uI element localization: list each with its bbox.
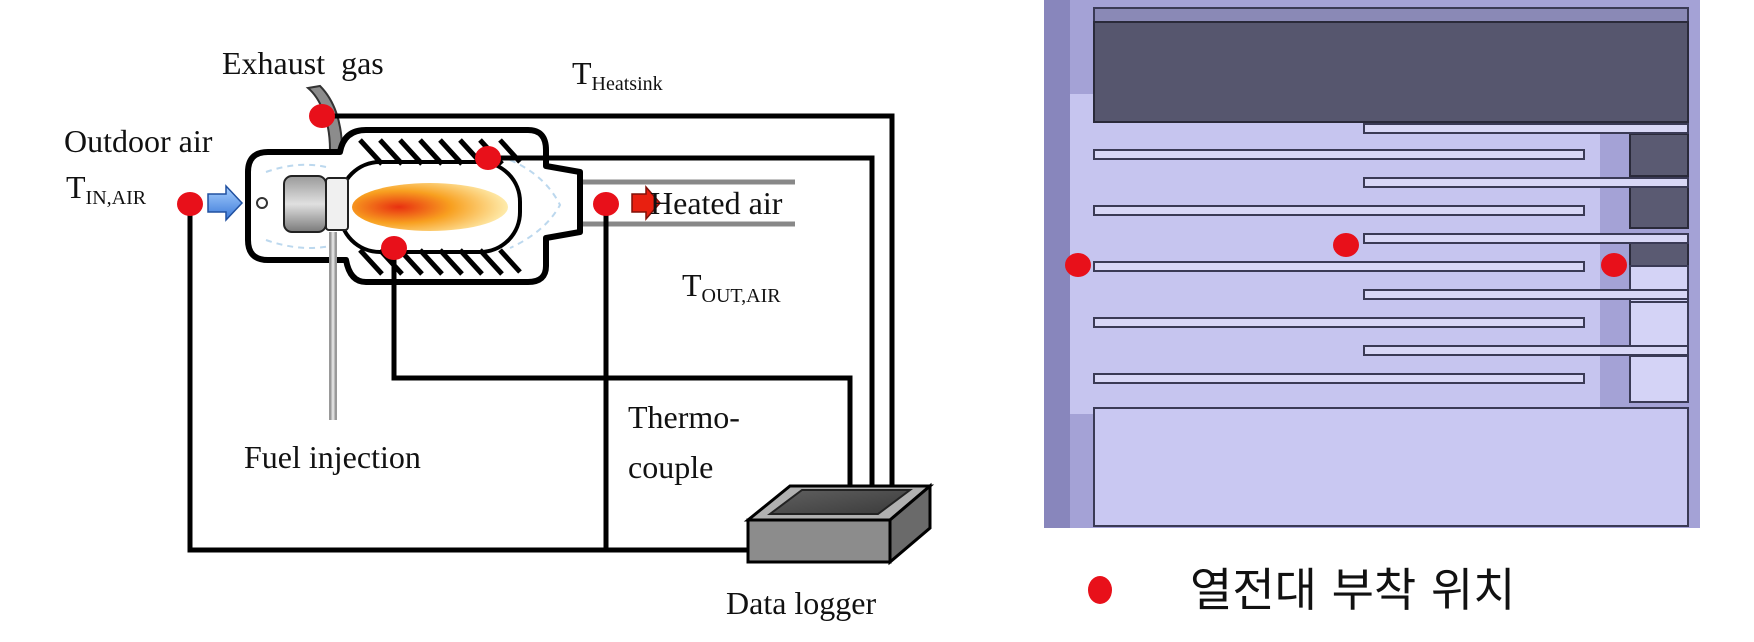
exhaust-gas-label: Exhaust gas xyxy=(222,45,384,81)
sensor-dot-fin-middle xyxy=(1333,233,1359,257)
sensor-dot-heatsink-top xyxy=(475,146,501,170)
heater-system-diagram: Exhaust gas THeatsink Outdoor air TIN,AI… xyxy=(64,45,935,621)
right-segments xyxy=(1629,133,1689,403)
burner-nozzle xyxy=(256,175,349,233)
outlet-air-arrow xyxy=(631,185,661,221)
thermocouple-wires xyxy=(187,113,895,553)
t-heatsink-label: THeatsink xyxy=(572,55,663,95)
thermocouple-label-line2: couple xyxy=(628,449,713,485)
section-inner xyxy=(1070,94,1600,414)
fuel-injection-label: Fuel injection xyxy=(244,439,421,475)
fins-right xyxy=(1363,123,1689,356)
sensor-dot-outlet xyxy=(593,192,619,216)
legend-text: 열전대 부착 위치 xyxy=(1190,563,1515,617)
sensor-dot-inlet xyxy=(177,192,203,216)
data-logger xyxy=(743,482,935,566)
heated-air-label: Heated air xyxy=(650,185,783,221)
thermocouple-points xyxy=(177,104,619,260)
airflow-swirl xyxy=(265,159,562,249)
sensor-dot-heatsink-bottom xyxy=(381,236,407,260)
section-sensor-points xyxy=(1065,233,1627,277)
flame xyxy=(352,183,508,231)
outdoor-air-label: Outdoor air xyxy=(64,123,213,159)
legend-sensor-dot xyxy=(1088,576,1112,604)
top-block xyxy=(1093,7,1689,123)
legend: 열전대 부착 위치 xyxy=(1088,563,1515,617)
t-in-air-label: TIN,AIR xyxy=(66,169,147,209)
outlet-duct xyxy=(580,179,795,227)
t-out-air-label: TOUT,AIR xyxy=(682,267,781,307)
fins-left xyxy=(1093,149,1585,384)
sensor-dot-fin-right xyxy=(1601,253,1627,277)
bottom-block xyxy=(1093,407,1689,527)
sensor-dot-exhaust xyxy=(309,104,335,128)
data-logger-label: Data logger xyxy=(726,585,877,621)
sensor-dot-fin-left xyxy=(1065,253,1091,277)
thermocouple-label-line1: Thermo- xyxy=(628,399,740,435)
heatsink-cross-section: 열전대 부착 위치 xyxy=(1044,0,1700,617)
inlet-air-arrow xyxy=(207,184,244,222)
